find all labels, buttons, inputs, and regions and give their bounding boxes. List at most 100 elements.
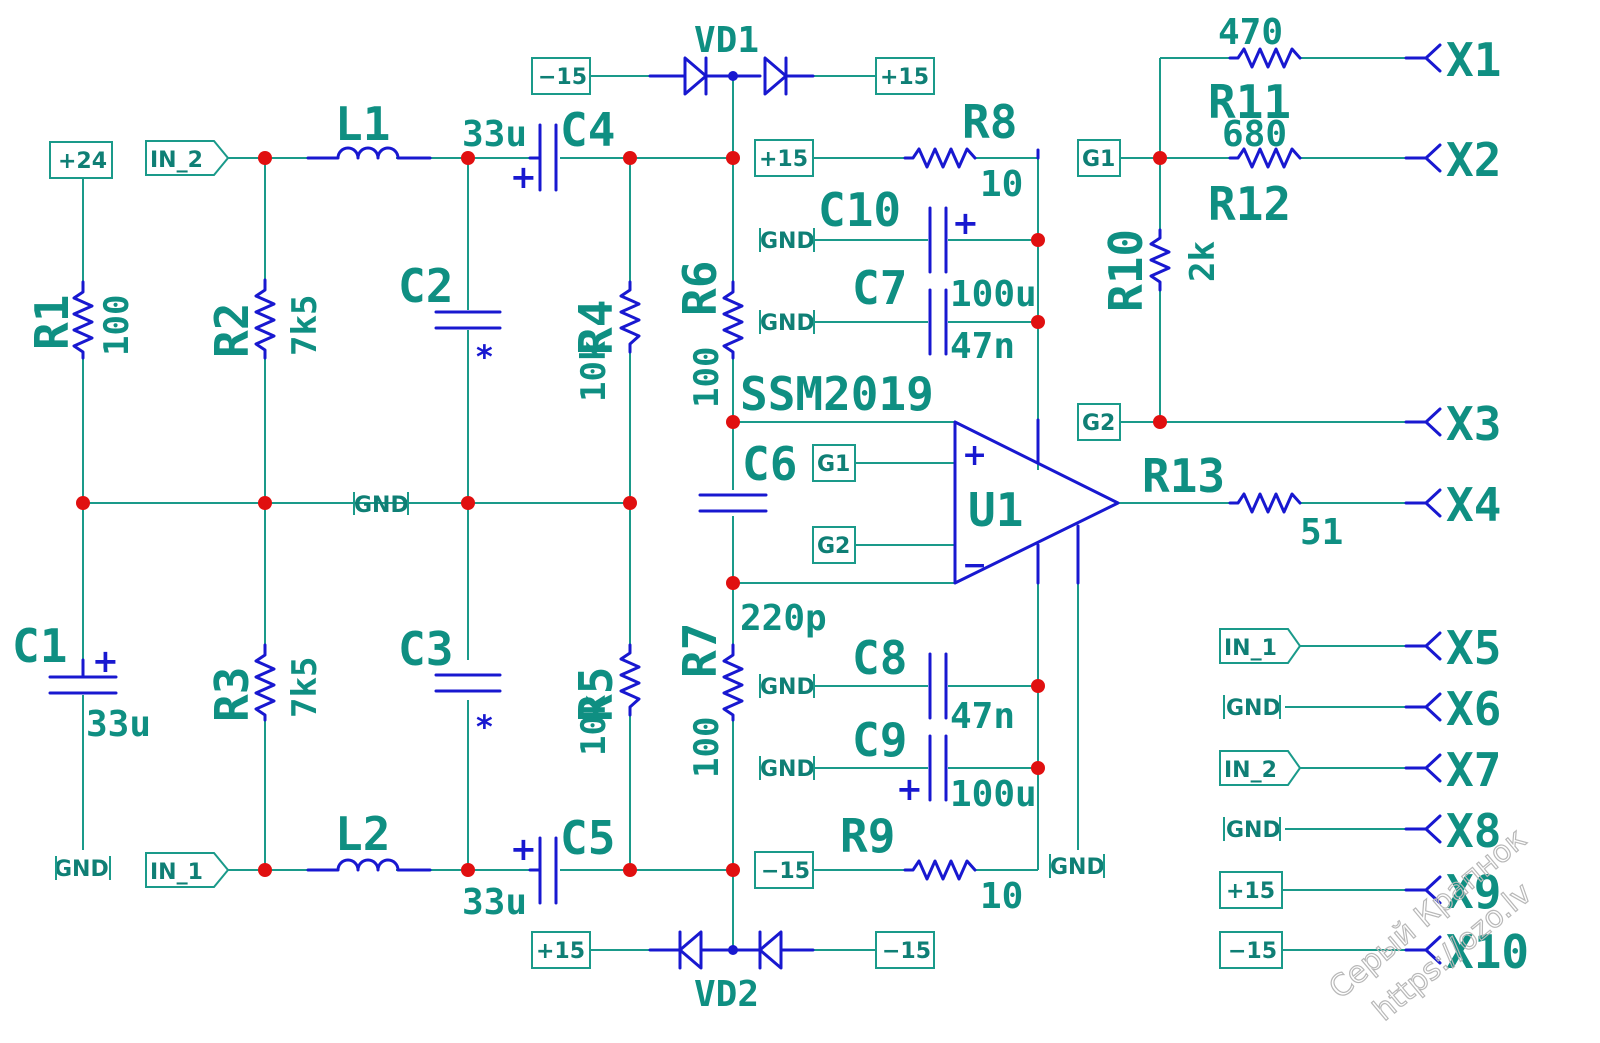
label-r12-value: 680 bbox=[1222, 114, 1287, 155]
label-r10-ref: R10 bbox=[1099, 229, 1153, 312]
opamp-plus-sign: + bbox=[962, 438, 987, 473]
label-c2-ref: C2 bbox=[398, 259, 453, 313]
label-c2-value: * bbox=[476, 338, 493, 376]
label-vd1-ref: VD1 bbox=[694, 20, 759, 61]
port-in1-left: IN_1 bbox=[150, 860, 203, 885]
resistor-r8 bbox=[903, 147, 977, 169]
connector-arrow-3 bbox=[1424, 407, 1442, 437]
connector-arrow-1 bbox=[1424, 43, 1442, 73]
label-c10-ref: C10 bbox=[818, 183, 901, 237]
port-opamp-g1: G1 bbox=[817, 452, 850, 477]
capacitor-c1 bbox=[48, 658, 118, 695]
label-c1-value: 33u bbox=[86, 704, 151, 745]
labels: R1 100 R2 7k5 R3 7k5 R4 10k R5 10k R6 10… bbox=[12, 12, 1539, 1029]
label-c3-ref: C3 bbox=[398, 622, 453, 676]
capacitor-c8 bbox=[928, 652, 948, 720]
port-x8-gnd: GND bbox=[1226, 818, 1281, 843]
components bbox=[48, 43, 1442, 970]
opamp-u1 bbox=[953, 148, 1120, 585]
label-r9-value: 10 bbox=[980, 876, 1023, 917]
capacitor-c9 bbox=[928, 734, 948, 802]
label-c7-ref: C7 bbox=[852, 261, 907, 315]
resistor-r3 bbox=[254, 643, 276, 722]
resistor-r6 bbox=[722, 280, 744, 360]
label-r7-ref: R7 bbox=[673, 623, 727, 678]
label-r13-value: 51 bbox=[1300, 512, 1343, 553]
port-vd1-m15: −15 bbox=[538, 65, 587, 90]
port-x10-m15: −15 bbox=[1228, 939, 1277, 964]
connector-arrow-6 bbox=[1424, 692, 1442, 722]
label-c8-ref: C8 bbox=[852, 631, 907, 685]
label-r13-ref: R13 bbox=[1142, 449, 1225, 503]
port-vd1-p15: +15 bbox=[880, 65, 929, 90]
port-g1-right: G1 bbox=[1082, 147, 1115, 172]
connector-x7: X7 bbox=[1446, 743, 1501, 797]
label-c4-value: 33u bbox=[462, 114, 527, 155]
connector-x9: X9 bbox=[1446, 865, 1501, 919]
port-p24: +24 bbox=[58, 149, 107, 174]
label-c8-value: 47n bbox=[950, 696, 1015, 737]
ports: +24 IN_2 IN_1 GND GND −15 +15 +15 −15 +1… bbox=[49, 57, 1302, 969]
label-r8-ref: R8 bbox=[962, 95, 1017, 149]
label-r2-value: 7k5 bbox=[285, 295, 325, 356]
connector-arrow-2 bbox=[1424, 143, 1442, 173]
label-c9-ref: C9 bbox=[852, 713, 907, 767]
gnd-c8: GND bbox=[760, 675, 815, 700]
label-r11-ref: R11 bbox=[1208, 75, 1291, 129]
connector-arrow-4 bbox=[1424, 488, 1442, 518]
gnd-c10: GND bbox=[760, 229, 815, 254]
resistor-r10 bbox=[1149, 228, 1171, 292]
label-c7-value: 47n bbox=[950, 326, 1015, 367]
label-u1-part: SSM2019 bbox=[740, 367, 934, 421]
label-r3-value: 7k5 bbox=[285, 657, 325, 718]
label-c9-plus: + bbox=[896, 770, 923, 808]
label-r9-ref: R9 bbox=[840, 809, 895, 863]
wires bbox=[82, 57, 1418, 951]
label-r4-value: 10k bbox=[574, 341, 614, 402]
label-r7-value: 100 bbox=[687, 717, 727, 778]
label-r5-ref: R5 bbox=[569, 667, 623, 722]
label-c3-value: * bbox=[476, 708, 493, 746]
label-u1-ref: U1 bbox=[968, 483, 1023, 537]
resistor-r13 bbox=[1228, 492, 1302, 514]
inductor-l2 bbox=[306, 858, 432, 872]
port-vd2-m15: −15 bbox=[882, 939, 931, 964]
gnd-center: GND bbox=[354, 493, 409, 518]
junctions bbox=[76, 71, 1167, 955]
connector-x5: X5 bbox=[1446, 621, 1501, 675]
label-c5-ref: C5 bbox=[560, 811, 615, 865]
connector-arrow-5 bbox=[1424, 631, 1442, 661]
label-c10-plus: + bbox=[952, 204, 979, 242]
port-x5-in1: IN_1 bbox=[1224, 636, 1277, 661]
opamp-minus-sign: − bbox=[962, 548, 987, 583]
gnd-c9: GND bbox=[760, 757, 815, 782]
port-in2-left: IN_2 bbox=[150, 148, 203, 173]
port-x7-in2: IN_2 bbox=[1224, 758, 1277, 783]
connector-arrows bbox=[1404, 43, 1442, 965]
connector-x6: X6 bbox=[1446, 682, 1501, 736]
label-c4-plus: + bbox=[510, 158, 537, 196]
connector-x4: X4 bbox=[1446, 478, 1501, 532]
resistor-r1 bbox=[72, 280, 94, 360]
label-c1-ref: C1 bbox=[12, 619, 67, 673]
label-c5-value: 33u bbox=[462, 882, 527, 923]
port-opamp-g2: G2 bbox=[817, 534, 850, 559]
port-vd2-p15: +15 bbox=[536, 939, 585, 964]
capacitor-c10 bbox=[928, 206, 948, 274]
label-c9-value: 100u bbox=[950, 774, 1037, 815]
label-r5-value: 10k bbox=[574, 695, 614, 756]
capacitor-c3 bbox=[434, 673, 502, 693]
label-c1-plus: + bbox=[92, 642, 119, 680]
resistor-r5 bbox=[619, 643, 641, 717]
port-x9-p15: +15 bbox=[1226, 879, 1275, 904]
capacitor-c4 bbox=[528, 123, 558, 192]
label-c4-ref: C4 bbox=[560, 103, 615, 157]
connector-x1: X1 bbox=[1446, 33, 1501, 87]
label-c6-ref: C6 bbox=[742, 437, 797, 491]
connector-arrow-7 bbox=[1424, 753, 1442, 783]
resistor-r4 bbox=[619, 280, 641, 354]
connector-x10: X10 bbox=[1446, 925, 1529, 979]
label-c5-plus: + bbox=[510, 830, 537, 868]
resistor-r12 bbox=[1228, 147, 1302, 169]
